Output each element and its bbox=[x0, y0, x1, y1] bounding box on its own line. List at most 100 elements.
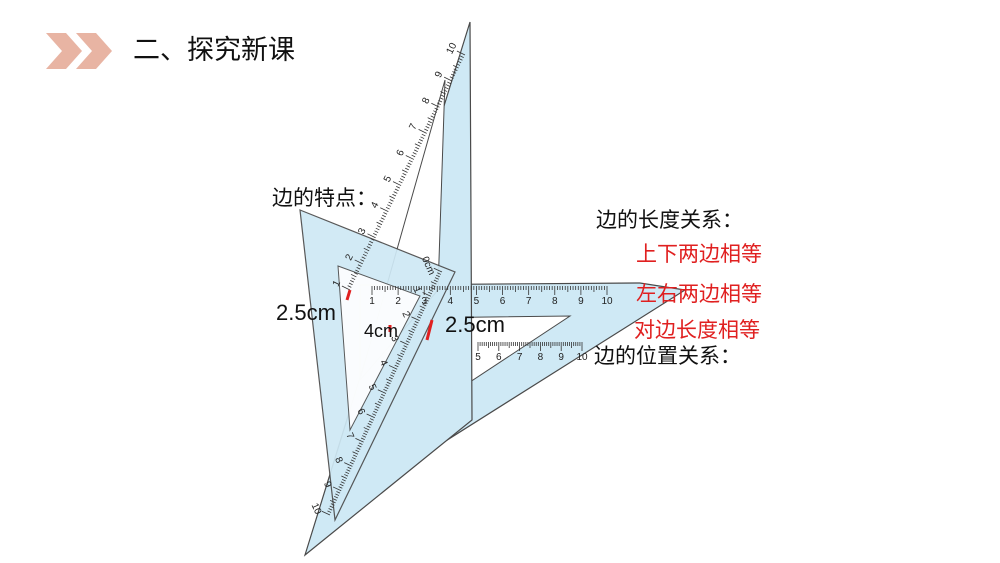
position-relation-label: 边的位置关系： bbox=[594, 344, 741, 368]
ruler-scale-label: 7 bbox=[517, 352, 523, 363]
ruler-tick bbox=[367, 233, 376, 239]
ruler-tick bbox=[378, 398, 383, 402]
ruler-tick bbox=[401, 175, 406, 179]
ruler-tick bbox=[338, 486, 343, 489]
ruler-tick bbox=[356, 447, 361, 450]
ruler-tick bbox=[362, 253, 367, 257]
ruler-tick bbox=[414, 143, 421, 147]
ruler-scale-label: 3 bbox=[356, 226, 369, 236]
ruler-tick bbox=[347, 285, 352, 288]
measurement-left: 2.5cm bbox=[276, 300, 336, 325]
ruler-tick bbox=[435, 274, 440, 278]
ruler-tick bbox=[381, 393, 386, 397]
ruler-tick bbox=[402, 172, 407, 176]
ruler-tick bbox=[397, 354, 403, 358]
ruler-tick bbox=[346, 469, 351, 472]
ruler-tick bbox=[414, 320, 419, 324]
ruler-tick bbox=[389, 195, 395, 199]
ruler-tick bbox=[436, 102, 441, 105]
ruler-tick bbox=[397, 357, 402, 360]
ruler-tick bbox=[375, 406, 380, 409]
edge-features-label: 边的特点： bbox=[272, 186, 377, 210]
ruler-scale-label: 6 bbox=[500, 296, 506, 307]
ruler-tick bbox=[419, 311, 424, 314]
ruler-tick bbox=[401, 169, 408, 173]
ruler-tick bbox=[430, 281, 437, 285]
ruler-scale-label: 8 bbox=[552, 296, 558, 307]
ruler-scale-label: 1 bbox=[411, 285, 423, 295]
ruler-tick bbox=[360, 259, 365, 262]
ruler-tick bbox=[431, 284, 436, 287]
ruler-tick bbox=[345, 471, 350, 475]
ruler-scale-label: 9 bbox=[433, 69, 446, 79]
ruler-tick bbox=[443, 89, 448, 92]
ruler-tick bbox=[332, 498, 337, 501]
measurement-center: 4cm bbox=[364, 321, 399, 341]
ruler-tick bbox=[428, 291, 433, 295]
ruler-tick bbox=[341, 478, 346, 482]
ruler-tick bbox=[353, 454, 358, 458]
ruler-tick bbox=[335, 493, 340, 496]
ruler-tick bbox=[402, 347, 407, 351]
ruler-scale-label: 10 bbox=[309, 502, 324, 517]
ruler-tick bbox=[340, 481, 345, 484]
ruler-scale-label: 3 bbox=[421, 296, 427, 307]
ruler-tick bbox=[367, 423, 372, 426]
ruler-tick bbox=[355, 437, 364, 443]
ruler-tick bbox=[363, 432, 368, 436]
ruler-tick bbox=[422, 292, 431, 297]
ruler-scale-label: 4 bbox=[448, 296, 454, 307]
ruler-scale-label: 3 bbox=[388, 334, 400, 344]
ruler-scale-label: 5 bbox=[474, 296, 480, 307]
top-bottom-equal-label: 上下两边相等 bbox=[636, 242, 762, 266]
ruler-tick bbox=[400, 352, 405, 355]
ruler-tick bbox=[366, 413, 375, 419]
ruler-tick bbox=[418, 129, 427, 134]
ruler-tick bbox=[369, 418, 374, 421]
ruler-tick bbox=[355, 449, 360, 453]
ruler-tick bbox=[411, 154, 416, 158]
ruler-tick bbox=[411, 328, 416, 331]
ruler-tick bbox=[392, 193, 397, 197]
ruler-tick bbox=[358, 442, 363, 445]
ruler-scale-label: 10 bbox=[445, 41, 460, 56]
ruler-tick bbox=[407, 162, 412, 166]
ruler-tick bbox=[449, 76, 454, 79]
ruler-tick bbox=[374, 402, 381, 407]
ruler-tick bbox=[392, 369, 397, 372]
ruler-tick bbox=[413, 149, 418, 152]
ruler-tick bbox=[403, 345, 408, 348]
ruler-tick bbox=[382, 214, 386, 218]
ruler-scale-label: 7 bbox=[407, 122, 420, 132]
ruler-tick bbox=[396, 359, 401, 363]
ruler-tick bbox=[453, 68, 458, 72]
ruler-tick bbox=[412, 325, 417, 329]
ruler-tick bbox=[354, 259, 363, 265]
ruler-tick bbox=[409, 333, 414, 336]
ruler-tick bbox=[421, 133, 426, 137]
ruler-tick bbox=[439, 97, 444, 100]
ruler-tick bbox=[444, 86, 449, 90]
ruler-tick bbox=[394, 188, 399, 192]
ruler-tick bbox=[412, 152, 417, 155]
ruler-tick bbox=[438, 99, 443, 103]
ruler-tick bbox=[424, 299, 429, 302]
ruler-tick bbox=[451, 73, 455, 77]
ruler-tick bbox=[383, 212, 388, 215]
ruler-scale-label: 9 bbox=[558, 352, 564, 363]
ruler-tick bbox=[407, 335, 412, 338]
ruler-tick bbox=[341, 475, 347, 479]
ruler-tick bbox=[424, 128, 429, 132]
ruler-tick bbox=[355, 269, 360, 273]
ruler-scale-label: 9 bbox=[321, 480, 333, 490]
ruler-tick bbox=[366, 425, 371, 428]
ruler-tick bbox=[398, 180, 403, 184]
ruler-scale-label: 10 bbox=[601, 296, 613, 307]
ruler-tick bbox=[330, 503, 335, 506]
ruler-tick bbox=[367, 243, 372, 246]
ruler-tick bbox=[440, 91, 447, 95]
ruler-tick bbox=[327, 510, 332, 513]
ruler-tick bbox=[445, 84, 450, 87]
red-marker-left bbox=[345, 289, 352, 301]
ruler-scale-label: 6 bbox=[395, 148, 408, 158]
